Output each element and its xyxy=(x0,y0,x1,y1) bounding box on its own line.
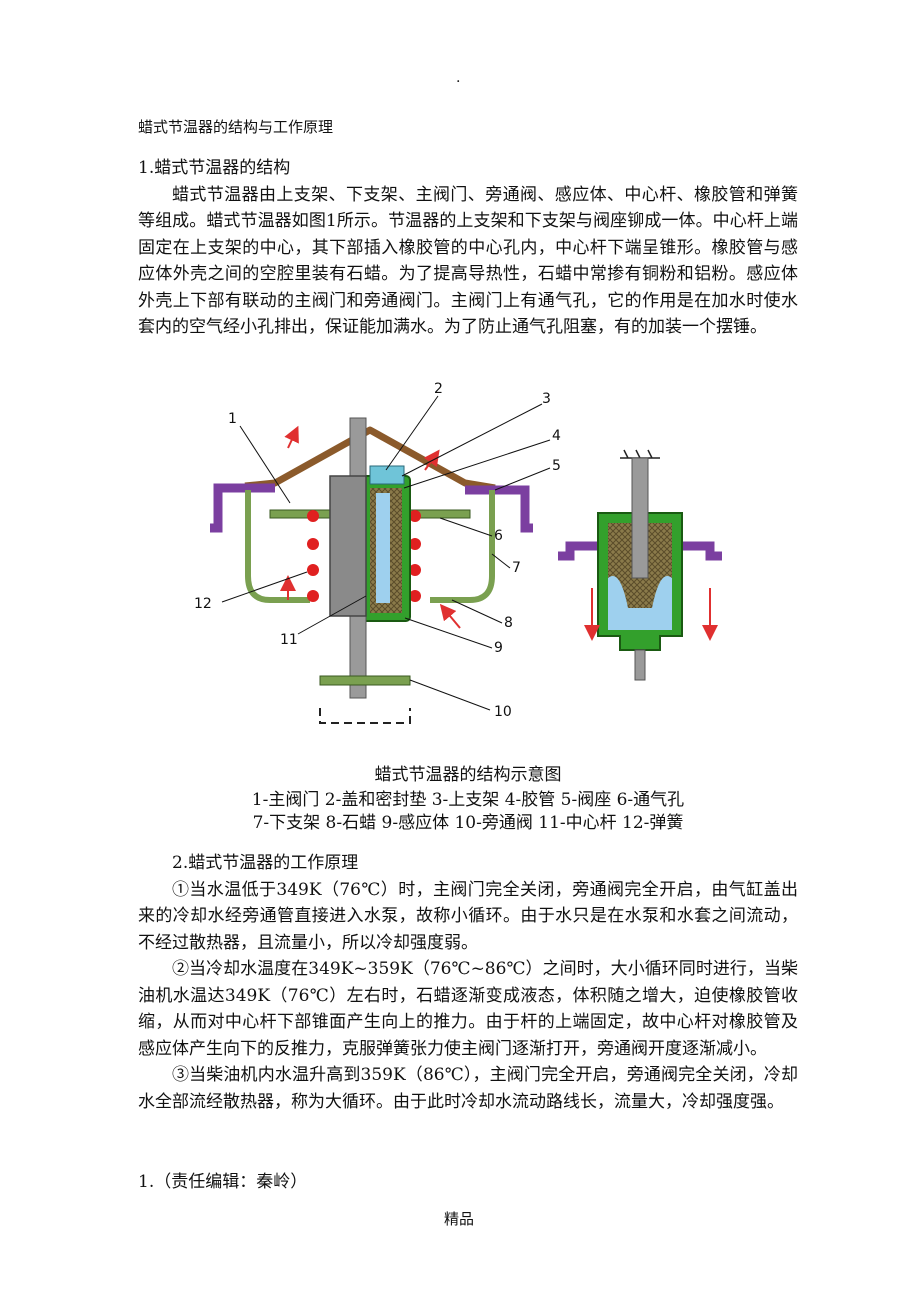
spring-coils xyxy=(307,510,421,602)
label-7: 7 xyxy=(512,560,521,576)
valve-seat-right xyxy=(465,485,533,533)
thermostat-sensor-detail xyxy=(558,449,722,681)
label-8: 8 xyxy=(504,615,513,631)
label-10: 10 xyxy=(494,704,512,720)
rod-housing xyxy=(329,475,367,617)
bypass-pipe xyxy=(319,708,411,724)
label-4: 4 xyxy=(552,428,561,444)
section-heading-structure: 1.蜡式节温器的结构 xyxy=(138,158,291,178)
header-dot: . xyxy=(456,70,461,86)
detail-rod-bottom xyxy=(634,649,646,681)
detail-seat xyxy=(558,541,722,561)
valve-seat-left xyxy=(210,483,275,533)
paragraph-principle-2: ②当冷却水温度在349K~359K（76℃~86℃）之间时，大小循环同时进行，当… xyxy=(138,959,798,1059)
label-6: 6 xyxy=(494,528,503,544)
label-2: 2 xyxy=(434,381,443,397)
thermostat-main-view: 1 2 3 4 5 6 7 8 9 10 11 12 xyxy=(194,381,561,724)
thermostat-diagram: 1 2 3 4 5 6 7 8 9 10 11 12 xyxy=(190,378,750,756)
lower-frame xyxy=(245,490,495,603)
label-1: 1 xyxy=(228,411,237,427)
section-heading-principle: 2.蜡式节温器的工作原理 xyxy=(172,853,359,873)
label-12: 12 xyxy=(194,596,212,612)
section-structure: 1.蜡式节温器的结构 蜡式节温器由上支架、下支架、主阀门、旁通阀、感应体、中心杆… xyxy=(138,155,798,341)
rubber-tube xyxy=(376,493,390,603)
label-11: 11 xyxy=(280,632,298,648)
paragraph-principle-1: ①当水温低于349K（76℃）时，主阀门完全关闭，旁通阀完全开启，由气缸盖出来的… xyxy=(138,879,798,953)
label-5: 5 xyxy=(552,458,561,474)
detail-rod xyxy=(631,457,649,579)
figure-caption-line-2: 7-下支架 8-石蜡 9-感应体 10-旁通阀 11-中心杆 12-弹簧 xyxy=(252,813,684,833)
paragraph-structure: 蜡式节温器由上支架、下支架、主阀门、旁通阀、感应体、中心杆、橡胶管和弹簧等组成。… xyxy=(138,184,798,338)
label-9: 9 xyxy=(494,640,503,656)
page-footer: 精品 xyxy=(444,1210,475,1228)
paragraph-principle-3: ③当柴油机内水温升高到359K（86℃），主阀门完全开启，旁通阀完全关闭，冷却水… xyxy=(138,1065,798,1112)
editor-note: 1.（责任编辑：秦岭） xyxy=(138,1172,308,1192)
bypass-valve xyxy=(319,675,411,686)
section-principle: 2.蜡式节温器的工作原理 ①当水温低于349K（76℃）时，主阀门完全关闭，旁通… xyxy=(138,850,798,1115)
figure-caption-title: 蜡式节温器的结构示意图 xyxy=(374,765,562,785)
label-3: 3 xyxy=(542,391,551,407)
figure-caption-line-1: 1-主阀门 2-盖和密封垫 3-上支架 4-胶管 5-阀座 6-通气孔 xyxy=(251,790,685,810)
document-title: 蜡式节温器的结构与工作原理 xyxy=(138,118,334,136)
